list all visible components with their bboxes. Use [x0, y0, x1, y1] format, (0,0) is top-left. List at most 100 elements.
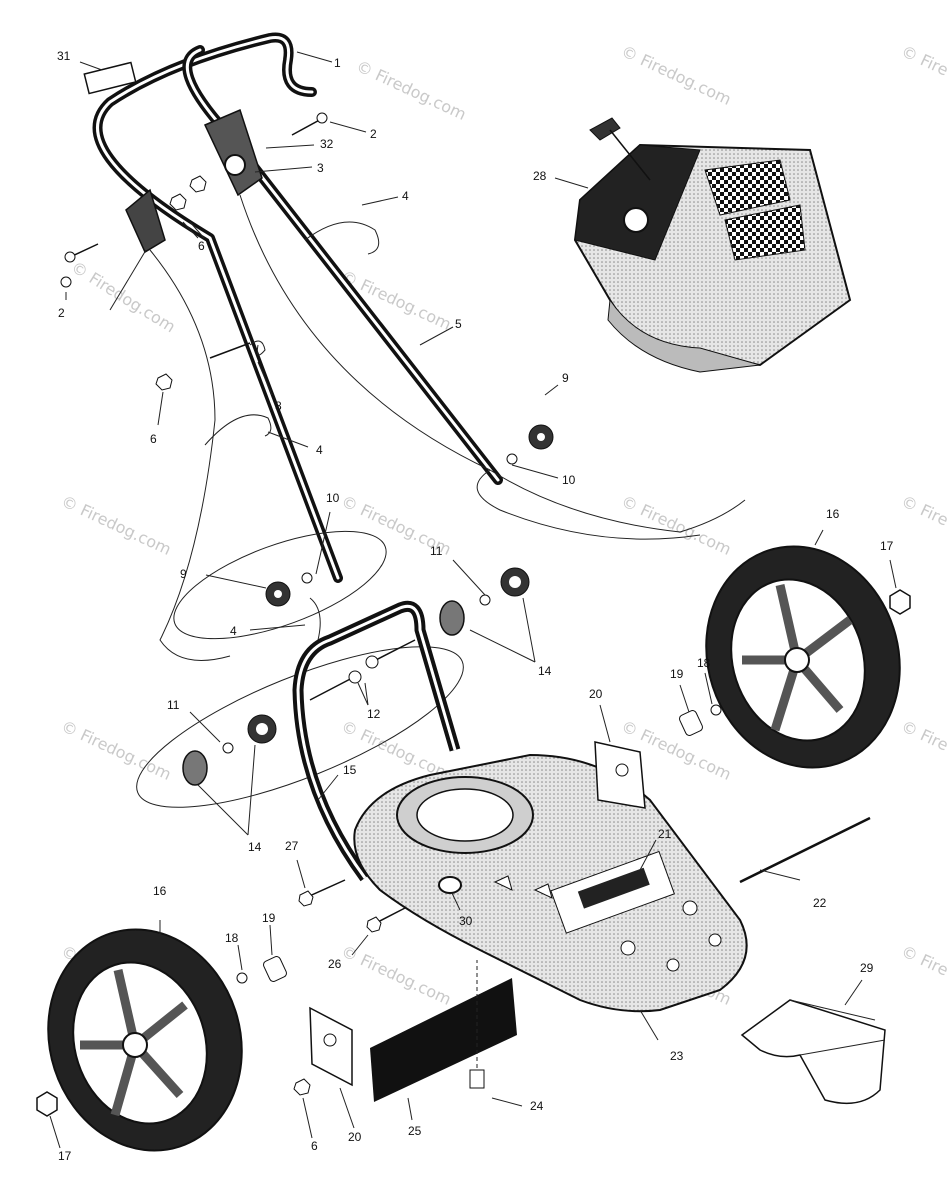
cable-clip: [304, 221, 380, 255]
callout-32: 32: [320, 137, 334, 151]
callout-21: 21: [658, 827, 672, 841]
lower-handle[interactable]: [292, 600, 461, 882]
callout-28: 28: [533, 169, 547, 183]
spacer: [679, 710, 703, 736]
wheel[interactable]: [678, 521, 928, 793]
callout-11: 11: [167, 698, 180, 712]
callout-14: 14: [248, 840, 262, 854]
callout-19: 19: [262, 911, 276, 925]
axle-bracket[interactable]: [594, 741, 646, 809]
watermark: © Firedog.com: [898, 941, 947, 1009]
callout-5: 5: [455, 317, 462, 331]
leader-lines: [49, 51, 897, 1149]
axle-rod: [739, 816, 871, 884]
callout-11: 11: [430, 544, 443, 558]
carriage-bolt: [309, 670, 362, 701]
callout-10: 10: [562, 473, 576, 487]
callout-2: 2: [58, 306, 65, 320]
engine[interactable]: [573, 117, 852, 373]
handle-knob[interactable]: [265, 581, 291, 607]
callout-15: 15: [343, 763, 357, 777]
callout-labels: 1 2 2 3 4 4 4 5 6 6 6 8 9 9 10 10 11 11 …: [57, 49, 894, 1163]
callout-6: 6: [198, 239, 205, 253]
watermark: © Firedog.com: [898, 491, 947, 559]
callout-8: 8: [275, 399, 282, 413]
washer: [506, 453, 518, 465]
wheel-nut: [36, 1091, 58, 1117]
spacer: [263, 956, 287, 982]
rear-flap[interactable]: [370, 978, 517, 1102]
callout-16: 16: [153, 884, 167, 898]
callout-2: 2: [370, 127, 377, 141]
callout-6: 6: [311, 1139, 318, 1153]
callout-22: 22: [813, 896, 827, 910]
washer: [301, 572, 313, 584]
callout-1: 1: [334, 56, 341, 70]
callout-20: 20: [348, 1130, 362, 1144]
callout-23: 23: [670, 1049, 684, 1063]
callout-16: 16: [826, 507, 840, 521]
callout-10: 10: [326, 491, 340, 505]
nut: [189, 175, 207, 193]
washer: [60, 276, 72, 288]
wheel[interactable]: [20, 904, 270, 1176]
carriage-bolt: [365, 639, 416, 669]
callout-31: 31: [57, 49, 71, 63]
callout-18: 18: [225, 931, 239, 945]
callout-25: 25: [408, 1124, 422, 1138]
wheel-nut: [889, 589, 911, 615]
callout-29: 29: [860, 961, 874, 975]
control-cable: [149, 194, 746, 661]
callout-9: 9: [180, 567, 187, 581]
callout-24: 24: [530, 1099, 544, 1113]
adjuster-gear[interactable]: [439, 600, 465, 636]
bolt: [298, 879, 346, 907]
decal-label[interactable]: [83, 61, 137, 95]
callout-9: 9: [562, 371, 569, 385]
callout-27: 27: [285, 839, 299, 853]
bolt: [366, 907, 406, 933]
mower-deck[interactable]: [353, 753, 748, 1013]
axle-bracket[interactable]: [309, 1006, 353, 1087]
handle-knob[interactable]: [528, 424, 554, 450]
callout-17: 17: [880, 539, 894, 553]
watermark: © Firedog.com: [618, 41, 734, 109]
height-adjuster[interactable]: [247, 714, 277, 744]
bolt: [291, 112, 328, 136]
blade-bolt: [469, 960, 485, 1089]
washer: [236, 972, 248, 984]
washer: [479, 594, 491, 606]
nut: [169, 193, 187, 211]
callout-18: 18: [697, 656, 711, 670]
callout-3: 3: [317, 161, 324, 175]
watermark: © Firedog.com: [898, 716, 947, 784]
callout-4: 4: [316, 443, 323, 457]
watermark: © Firedog.com: [58, 716, 174, 784]
callout-4: 4: [402, 189, 409, 203]
washer: [222, 742, 234, 754]
watermark: © Firedog.com: [338, 941, 454, 1009]
safety-glasses[interactable]: [740, 999, 886, 1105]
callout-26: 26: [328, 957, 342, 971]
watermark: © Firedog.com: [58, 491, 174, 559]
deck-plug: [438, 876, 462, 894]
watermark: © Firedog.com: [68, 257, 179, 336]
callout-19: 19: [670, 667, 684, 681]
control-lever[interactable]: [125, 188, 166, 254]
callout-12: 12: [367, 707, 381, 721]
watermark: © Firedog.com: [353, 56, 469, 124]
callout-6: 6: [150, 432, 157, 446]
callout-30: 30: [459, 914, 473, 928]
nut: [293, 1078, 311, 1096]
throttle-control[interactable]: [203, 108, 263, 197]
hairpin: [209, 340, 266, 359]
watermark: © Firedog.com: [898, 41, 947, 109]
height-adjuster[interactable]: [500, 567, 530, 597]
nut: [155, 373, 173, 391]
adjuster-gear[interactable]: [182, 750, 208, 786]
bolt: [64, 243, 99, 263]
cable-clip: [309, 597, 321, 641]
washer: [710, 704, 722, 716]
callout-14: 14: [538, 664, 552, 678]
